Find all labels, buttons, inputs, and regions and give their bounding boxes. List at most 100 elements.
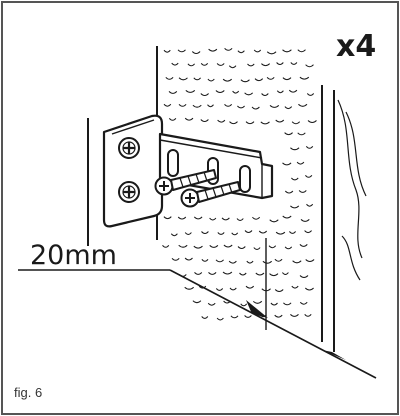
wall-texture-mark xyxy=(222,78,233,82)
wall-texture-mark xyxy=(177,49,186,53)
wall-texture-mark xyxy=(165,76,174,80)
wall-texture-mark xyxy=(207,78,215,82)
wall-texture-mark xyxy=(240,303,248,307)
wall-texture-mark xyxy=(244,230,253,233)
wall-texture-mark xyxy=(275,231,286,235)
wall-texture-mark xyxy=(178,244,188,248)
wall-texture-mark xyxy=(297,49,306,53)
wall-texture-mark xyxy=(292,260,302,264)
wall-texture-mark xyxy=(290,62,298,65)
wall-texture-mark xyxy=(184,257,193,261)
wall-texture-mark xyxy=(306,93,315,96)
dimension-label: 20mm xyxy=(30,240,117,271)
wall-texture-mark xyxy=(260,121,270,125)
wall-texture-mark xyxy=(178,103,187,107)
wall-texture-mark xyxy=(269,219,279,223)
wall-texture-mark xyxy=(298,103,308,107)
wall-texture-mark xyxy=(209,217,217,221)
wall-texture-mark xyxy=(224,103,233,107)
wall-texture-mark xyxy=(258,230,268,234)
wall-texture-mark xyxy=(194,272,203,275)
wall-texture-mark xyxy=(245,121,255,125)
wall-texture-mark xyxy=(162,244,170,248)
wall-texture-mark xyxy=(170,233,178,237)
wall-texture-mark xyxy=(187,63,195,67)
wall-texture-mark xyxy=(192,300,202,304)
wall-texture-mark xyxy=(298,190,307,193)
wall-texture-mark xyxy=(201,258,209,262)
wall-texture-mark xyxy=(244,92,254,96)
wall-texture-mark xyxy=(253,247,261,250)
wall-texture-mark xyxy=(229,121,238,125)
wall-texture-mark xyxy=(216,317,224,321)
wall-texture-mark xyxy=(201,316,209,319)
wall-texture-mark xyxy=(304,230,312,234)
wall-texture-mark xyxy=(274,314,283,318)
wall-texture-mark xyxy=(171,62,179,66)
wall-texture-mark xyxy=(237,50,245,54)
wall-texture-mark xyxy=(217,232,225,235)
wall-texture-mark xyxy=(207,302,216,306)
quantity-label: x4 xyxy=(336,29,376,64)
wall-texture-mark xyxy=(299,275,309,278)
wall-texture-mark xyxy=(269,105,280,108)
dimension-arrows xyxy=(246,300,346,360)
wall-texture-mark xyxy=(254,78,264,82)
wall-texture-mark xyxy=(168,117,177,121)
wall-texture-mark xyxy=(291,121,301,125)
wall-texture-mark xyxy=(291,285,299,289)
wall-texture-mark xyxy=(171,257,180,261)
wall-texture-mark xyxy=(288,89,298,93)
wall-texture-mark xyxy=(276,90,284,94)
wall-texture-mark xyxy=(191,51,201,54)
wall-texture-mark xyxy=(207,104,214,108)
wall-texture-mark xyxy=(184,117,194,121)
wall-texture-mark xyxy=(215,90,225,93)
wall-texture-mark xyxy=(255,272,265,276)
wall-texture-mark xyxy=(246,260,254,264)
wall-texture-mark xyxy=(193,216,203,220)
wall-texture-mark xyxy=(224,47,233,51)
wall-texture-mark xyxy=(229,287,237,291)
wall-texture-mark xyxy=(268,245,277,249)
wall-texture-mark xyxy=(198,285,207,289)
wall-texture-mark xyxy=(208,272,217,275)
wall-texture-mark xyxy=(228,65,237,69)
wall-texture-mark xyxy=(290,205,300,209)
wall-texture-mark xyxy=(274,289,284,292)
wall-texture-mark xyxy=(284,246,293,250)
figure-caption: fig. 6 xyxy=(14,385,42,400)
wall-texture-mark xyxy=(208,48,218,52)
wall-texture-mark xyxy=(209,245,219,248)
wall-texture-mark xyxy=(300,219,310,222)
wall-texture-mark xyxy=(282,49,292,53)
wall-texture-mark xyxy=(266,51,277,55)
wall-texture-mark xyxy=(266,76,275,80)
wall-texture-mark xyxy=(217,119,226,123)
flange-screw-heads xyxy=(118,137,140,203)
wall-texture-mark xyxy=(239,272,247,276)
wall-texture-mark xyxy=(215,259,224,263)
wall-texture-mark xyxy=(237,105,245,109)
wall-texture-mark xyxy=(200,62,209,66)
wall-texture-mark xyxy=(168,91,178,94)
wall-texture-mark xyxy=(282,77,292,81)
wall-texture-mark xyxy=(163,103,172,107)
wall-texture-mark xyxy=(305,64,314,68)
wall-texture-mark xyxy=(275,119,285,123)
wood-grain xyxy=(337,99,367,281)
wall-texture-mark xyxy=(236,218,244,221)
wall-texture-mark xyxy=(290,314,299,317)
wall-texture-mark xyxy=(290,147,300,151)
wall-texture-mark xyxy=(163,49,171,53)
wall-texture-mark xyxy=(221,217,230,221)
wall-texture-mark xyxy=(231,232,239,236)
wall-texture-mark xyxy=(261,93,269,96)
wall-texture-mark xyxy=(269,273,279,277)
wall-texture-mark xyxy=(291,177,299,181)
wall-texture-mark xyxy=(200,119,209,122)
wall-texture-mark xyxy=(307,120,317,123)
wall-texture xyxy=(162,47,317,321)
wall-texture-mark xyxy=(178,77,188,81)
